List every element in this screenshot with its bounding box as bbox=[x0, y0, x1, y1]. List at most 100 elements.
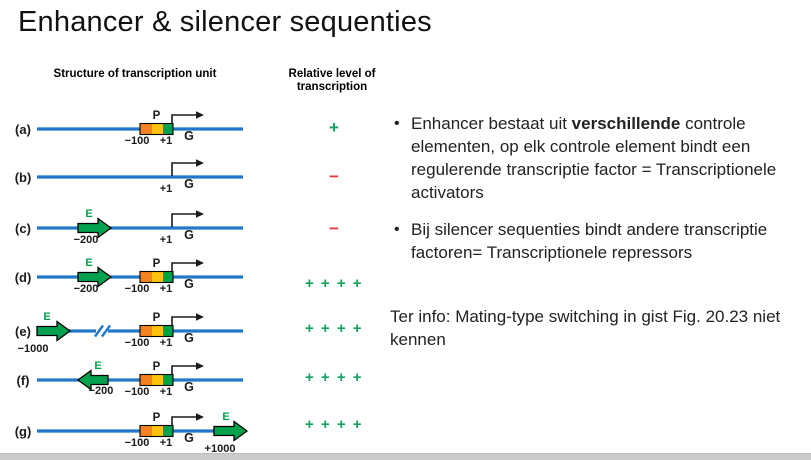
line-break-slash bbox=[101, 324, 111, 338]
enhancer-label: E bbox=[85, 257, 92, 269]
promoter-label: P bbox=[153, 361, 161, 373]
promoter-segment-yellow bbox=[152, 271, 163, 283]
promoter-box bbox=[139, 424, 174, 438]
notes-panel: • Enhancer bestaat uit verschillende cont… bbox=[390, 112, 804, 351]
promoter-left-coordinate: −100 bbox=[125, 337, 150, 349]
promoter-segment-orange bbox=[140, 325, 152, 337]
transcription-start-arrowhead bbox=[196, 210, 204, 218]
line-break-gap bbox=[96, 328, 108, 334]
promoter-left-coordinate: −100 bbox=[125, 283, 150, 295]
promoter-left-coordinate: −100 bbox=[125, 135, 150, 147]
row-label-f: (f) bbox=[17, 373, 30, 388]
row-label-e: (e) bbox=[15, 324, 31, 339]
promoter-segment-orange bbox=[140, 374, 152, 386]
enhancer-arrow bbox=[77, 266, 113, 288]
slide-title: Enhancer & silencer sequenties bbox=[18, 6, 432, 38]
gene-label: G bbox=[184, 331, 194, 345]
enhancer-coordinate: +1000 bbox=[205, 443, 236, 455]
transcription-start-arrow bbox=[171, 365, 196, 375]
relative-level-plus: + + + + bbox=[305, 320, 363, 337]
gene-label: G bbox=[184, 228, 194, 242]
level-column-header: Relative level of transcription bbox=[276, 68, 388, 94]
bullet-enhancer: • Enhancer bestaat uit verschillende cont… bbox=[390, 112, 804, 204]
promoter-left-coordinate: −100 bbox=[125, 437, 150, 449]
start-site-coordinate: +1 bbox=[160, 386, 173, 398]
transcription-start-arrowhead bbox=[196, 313, 204, 321]
transcription-start-arrow bbox=[171, 162, 196, 176]
promoter-segment-green bbox=[163, 123, 173, 135]
enhancer-arrow bbox=[76, 369, 109, 391]
bullet-icon: • bbox=[394, 221, 400, 238]
start-site-coordinate: +1 bbox=[160, 437, 173, 449]
structure-column-header: Structure of transcription unit bbox=[53, 68, 217, 80]
start-site-coordinate: +1 bbox=[160, 283, 173, 295]
enhancer-label: E bbox=[43, 311, 50, 323]
enhancer-coordinate: −200 bbox=[74, 283, 99, 295]
promoter-segment-yellow bbox=[152, 374, 163, 386]
gene-label: G bbox=[184, 380, 194, 394]
promoter-segment-green bbox=[163, 374, 173, 386]
relative-level-minus: − bbox=[329, 219, 339, 238]
promoter-segment-orange bbox=[140, 425, 152, 437]
promoter-label: P bbox=[153, 412, 161, 424]
transcription-start-arrowhead bbox=[196, 259, 204, 267]
line-break-slash bbox=[94, 324, 104, 338]
info-note: Ter info: Mating-type switching in gist … bbox=[390, 307, 781, 349]
row-label-g: (g) bbox=[15, 424, 32, 439]
transcription-start-arrow bbox=[171, 262, 196, 272]
enhancer-arrow bbox=[213, 420, 249, 442]
promoter-segment-green bbox=[163, 425, 173, 437]
enhancer-arrow bbox=[77, 217, 113, 239]
transcription-start-arrow bbox=[171, 416, 196, 426]
enhancer-label: E bbox=[85, 208, 92, 220]
bullet-silencer: • Bij silencer sequenties bindt andere tr… bbox=[390, 218, 804, 264]
relative-level-minus: − bbox=[329, 167, 339, 186]
transcription-start-arrow bbox=[171, 213, 196, 227]
relative-level-plus: + + + + bbox=[305, 369, 363, 386]
promoter-box bbox=[139, 324, 174, 338]
bottom-edge-bar bbox=[0, 453, 811, 460]
row-label-a: (a) bbox=[15, 122, 31, 137]
relative-level-plus: + + + + bbox=[305, 275, 363, 292]
enhancer-coordinate: −1000 bbox=[18, 343, 49, 355]
promoter-segment-yellow bbox=[152, 325, 163, 337]
start-site-coordinate: +1 bbox=[160, 183, 173, 195]
gene-label: G bbox=[184, 431, 194, 445]
gene-label: G bbox=[184, 277, 194, 291]
bullet-icon: • bbox=[394, 115, 400, 132]
bullet-enhancer-text-post: controle elementen, op elk controle elem… bbox=[411, 114, 777, 202]
bullet-enhancer-text-bold: verschillende bbox=[571, 114, 681, 133]
level-header-line1: Relative level of bbox=[288, 68, 376, 80]
promoter-label: P bbox=[153, 312, 161, 324]
row-label-c: (c) bbox=[15, 221, 31, 236]
gene-label: G bbox=[184, 129, 194, 143]
promoter-segment-yellow bbox=[152, 425, 163, 437]
enhancer-label: E bbox=[94, 360, 101, 372]
transcription-start-arrow bbox=[171, 114, 196, 124]
enhancer-arrow bbox=[36, 320, 72, 342]
start-site-coordinate: +1 bbox=[160, 135, 173, 147]
promoter-segment-green bbox=[163, 325, 173, 337]
transcription-start-arrowhead bbox=[196, 413, 204, 421]
promoter-label: P bbox=[153, 110, 161, 122]
bullet-list: • Enhancer bestaat uit verschillende cont… bbox=[390, 112, 804, 264]
row-label-b: (b) bbox=[15, 170, 32, 185]
gene-label: G bbox=[184, 177, 194, 191]
transcription-start-arrowhead bbox=[196, 362, 204, 370]
promoter-box bbox=[139, 373, 174, 387]
promoter-label: P bbox=[153, 258, 161, 270]
promoter-box bbox=[139, 270, 174, 284]
promoter-left-coordinate: −100 bbox=[125, 386, 150, 398]
transcription-start-arrowhead bbox=[196, 111, 204, 119]
transcription-start-arrow bbox=[171, 316, 196, 326]
relative-level-plus: + + + + bbox=[305, 416, 363, 433]
bullet-enhancer-text-pre: Enhancer bestaat uit bbox=[411, 114, 572, 133]
enhancer-coordinate: −200 bbox=[89, 385, 114, 397]
enhancer-label: E bbox=[222, 411, 229, 423]
bullet-silencer-text: Bij silencer sequenties bindt andere tra… bbox=[411, 220, 768, 262]
relative-level-plus: + bbox=[329, 118, 339, 137]
promoter-segment-orange bbox=[140, 123, 152, 135]
promoter-segment-orange bbox=[140, 271, 152, 283]
promoter-segment-green bbox=[163, 271, 173, 283]
